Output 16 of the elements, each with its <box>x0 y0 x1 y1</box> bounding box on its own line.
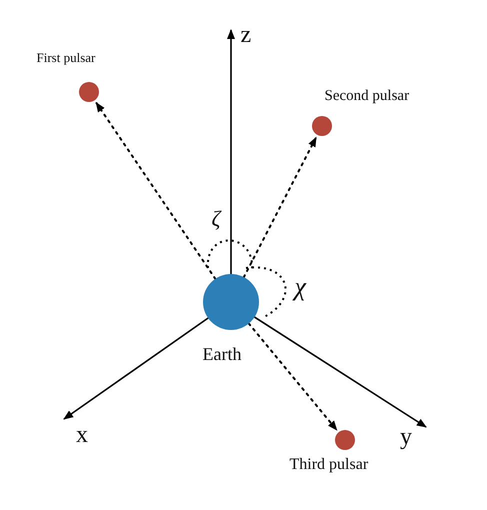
node-caption: First pulsar <box>36 50 96 66</box>
angle-label: χ <box>294 274 306 300</box>
axis-label: z <box>240 23 252 47</box>
axis-label: y <box>400 425 412 449</box>
arrow <box>242 136 318 278</box>
arrow <box>248 322 338 431</box>
axis-label: x <box>76 423 88 447</box>
pulsar-dot <box>335 430 355 450</box>
pulsar-dot <box>312 116 332 136</box>
angle-label: ζ <box>212 208 220 230</box>
earth-circle <box>203 274 259 330</box>
node-caption: Third pulsar <box>290 456 368 474</box>
pulsar-dot <box>79 82 99 102</box>
arrow <box>95 102 216 280</box>
node-caption: Earth <box>202 344 242 364</box>
node-caption: Second pulsar <box>324 88 410 104</box>
